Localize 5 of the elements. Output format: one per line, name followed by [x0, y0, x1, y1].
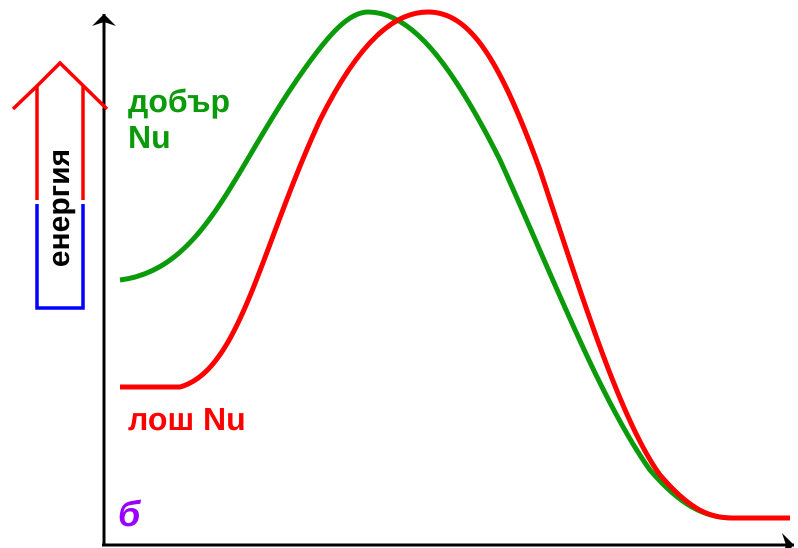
energy-arrow [10, 58, 110, 312]
curve-label: добър Nu [128, 84, 232, 156]
axis-title: енергия [43, 148, 78, 268]
curve-label: лош Nu [128, 402, 247, 438]
panel-letter: б [118, 494, 140, 534]
